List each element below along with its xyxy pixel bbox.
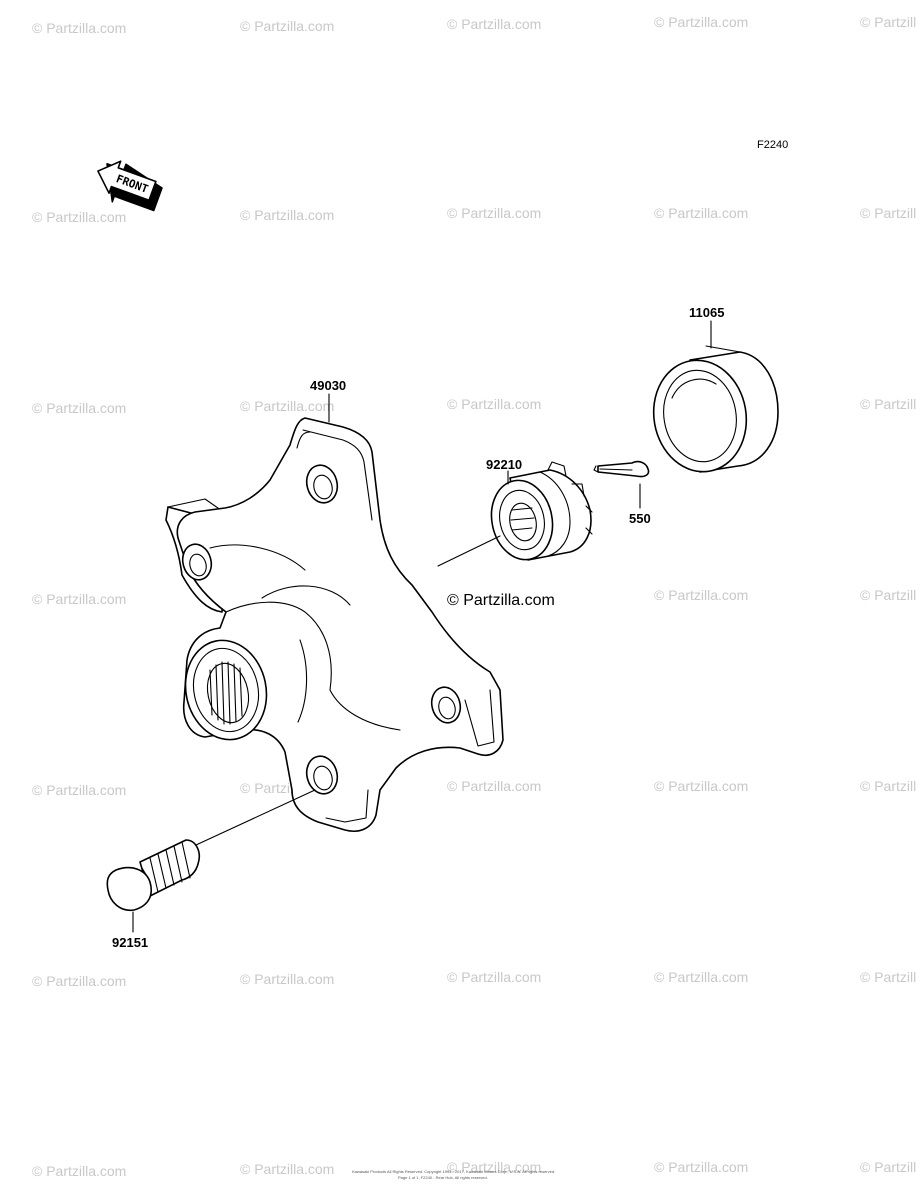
bolt-92151 [106,839,201,912]
watermark: © Partzilla.com [447,778,541,794]
watermark: © Partzilla.com [32,20,126,36]
watermark: © Partzilla.com [240,971,334,987]
watermark: © Partzilla.com [654,587,748,603]
watermark: © Partzilla.com [240,1161,334,1177]
watermark: © Partzilla.com [860,969,916,985]
watermark: © Partzilla.com [654,14,748,30]
front-arrow-icon: FRONT [97,160,163,212]
watermark: © Partzilla.com [447,1159,541,1175]
watermark: © Partzilla.com [860,778,916,794]
watermark: © Partzilla.com [860,205,916,221]
watermark: © Partzilla.com [860,396,916,412]
watermark: © Partzilla.com [447,969,541,985]
footer-copyright: Kawasaki Products All Rights Reserved. C… [352,1169,555,1174]
callout-11065: 11065 [689,305,724,320]
watermark: © Partzilla.com [240,18,334,34]
watermark: © Partzilla.com [32,973,126,989]
watermark: © Partzilla.com [240,207,334,223]
figure-code: F2240 [757,139,788,151]
watermark: © Partzilla.com [654,1159,748,1175]
credit-label: © Partzilla.com [447,592,555,609]
watermark: © Partzilla.com [654,778,748,794]
watermark: © Partzilla.com [654,969,748,985]
footer-page-info: Page 1 of 1, F2240 - Rear Hub, All right… [398,1175,488,1180]
watermark: © Partzilla.com [447,396,541,412]
watermark: © Partzilla.com [32,782,126,798]
watermark: © Partzilla.com [447,205,541,221]
watermark: © Partzilla.com [860,587,916,603]
collar-11065 [652,345,779,473]
watermark: © Partzilla.com [240,398,334,414]
callout-92210: 92210 [486,457,522,472]
watermark: © Partzilla.com [654,205,748,221]
watermark: © Partzilla.com [32,1163,126,1179]
watermark: © Partzilla.com [447,16,541,32]
watermark: © Partzilla.com [32,209,126,225]
hub-49030 [165,417,504,832]
watermark: © Partzilla.com [32,591,126,607]
watermark: © Partzilla.com [860,1159,916,1175]
cotter-pin-550 [593,460,650,478]
nut-92210 [490,461,593,561]
watermark: © Partzilla.com [32,400,126,416]
leader-lines [132,320,712,933]
callout-92151: 92151 [112,935,148,950]
callout-550: 550 [629,511,651,526]
callout-49030: 49030 [310,378,346,393]
watermark: © Partzilla.com [860,14,916,30]
